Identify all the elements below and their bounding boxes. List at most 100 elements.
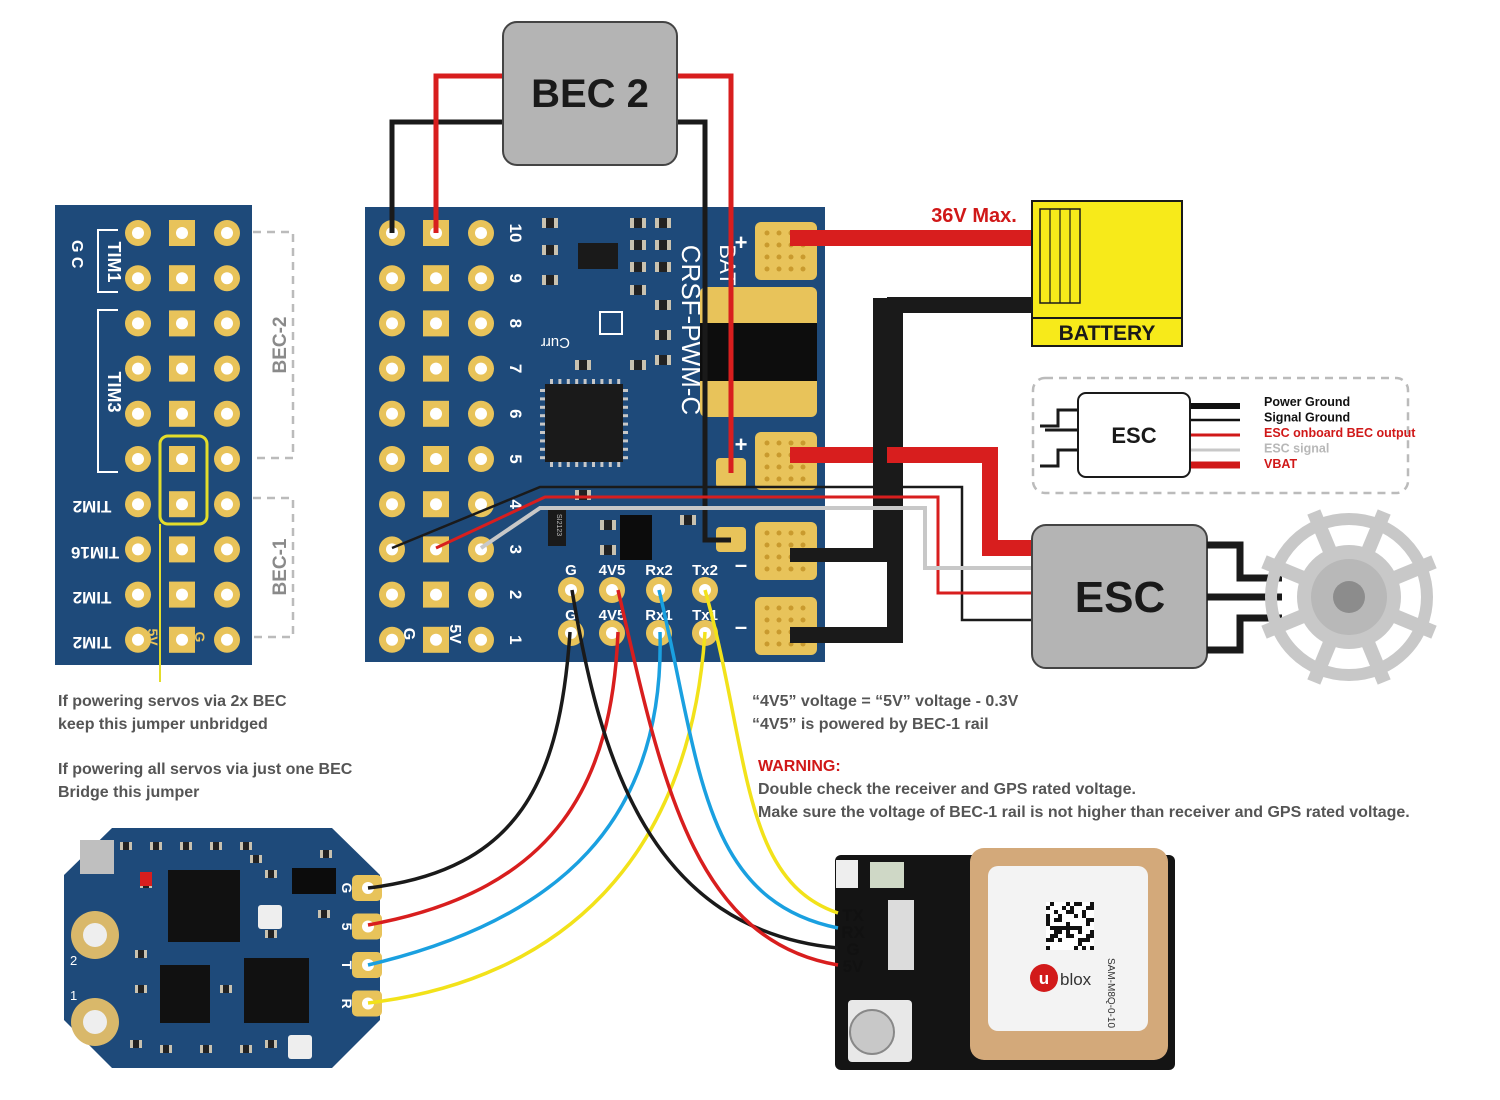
left-pcb-pads xyxy=(125,220,240,653)
tim2-label-c: TIM2 xyxy=(73,633,112,652)
tim1-label: TIM1 xyxy=(104,241,124,282)
left-5v-label: 5V xyxy=(145,628,161,646)
receiver-pin-label-G: G xyxy=(339,883,355,894)
note-voltage-line1: “4V5” voltage = “5V” voltage - 0.3V xyxy=(752,693,1019,710)
bec1-rail-label: BEC-1 xyxy=(270,538,291,595)
channel-label-2: 2 xyxy=(506,590,525,599)
gps-pin-5v: 5V xyxy=(843,957,864,976)
svg-text:1: 1 xyxy=(70,988,77,1003)
esc-label: ESC xyxy=(1075,573,1165,622)
gps-connector xyxy=(888,900,914,970)
regulator-chip xyxy=(578,243,618,269)
channel-label-1: 1 xyxy=(506,635,525,644)
uart-bottom-g: G xyxy=(565,607,577,624)
main-5v-label: 5V xyxy=(446,624,463,644)
rx-r-wire xyxy=(367,631,707,1005)
bec2-vin xyxy=(433,73,503,233)
channel-label-7: 7 xyxy=(506,364,525,373)
esc-plus-label: + xyxy=(735,432,748,457)
uart-top-4v5: 4V5 xyxy=(599,562,626,579)
si2123-chip xyxy=(548,510,566,546)
tim16-label: TIM16 xyxy=(71,543,119,562)
rx-gnd-wire xyxy=(367,631,572,890)
gps-rx-wire xyxy=(657,589,839,930)
channel-label-8: 8 xyxy=(506,319,525,328)
gps-pin-tx: TX xyxy=(842,906,864,925)
max-voltage-label: 36V Max. xyxy=(931,205,1017,227)
bec2-module xyxy=(502,21,678,166)
svg-text:2: 2 xyxy=(70,953,77,968)
receiver-led-a xyxy=(258,905,282,929)
power-pad xyxy=(755,522,817,580)
main-g-label: G xyxy=(400,628,417,640)
tim2-label-b: TIM2 xyxy=(73,588,112,607)
channel-label-10: 10 xyxy=(506,224,525,243)
receiver-pin-label-T: T xyxy=(339,961,355,970)
receiver-chip-c xyxy=(292,868,336,894)
tim2-label-a: TIM2 xyxy=(73,497,112,516)
power-pad xyxy=(755,597,817,655)
receiver-chip-a xyxy=(160,965,210,1023)
uart-wires xyxy=(367,589,839,1005)
power-pads xyxy=(755,222,817,655)
warning-line1: Double check the receiver and GPS rated … xyxy=(758,781,1136,798)
note-one-bec-line2: Bridge this jumper xyxy=(58,784,200,801)
receiver-led-b xyxy=(288,1035,312,1059)
mcu-chip xyxy=(545,384,623,462)
ublox-mark: u xyxy=(1039,969,1049,988)
gps-battery xyxy=(849,1009,895,1055)
power-pad xyxy=(755,432,817,490)
gps-5v-wire xyxy=(616,589,839,967)
channel-label-9: 9 xyxy=(506,273,525,282)
ublox-logo xyxy=(1030,964,1058,992)
esc-legend-box xyxy=(1031,376,1410,495)
esc-signal-wire xyxy=(479,506,1032,570)
battery-label: BATTERY xyxy=(1059,322,1156,345)
bec2-out-plus xyxy=(677,73,734,473)
warning-line2: Make sure the voltage of BEC-1 rail is n… xyxy=(758,804,1410,821)
si2123-label: SI2123 xyxy=(555,514,562,536)
receiver-mcu xyxy=(168,870,240,942)
rx-t-wire xyxy=(367,631,662,967)
receiver-chip-b xyxy=(244,958,309,1023)
gps-qr-code xyxy=(1046,902,1094,950)
bat-minus-label: – xyxy=(735,614,747,639)
esc-legend-module xyxy=(1077,392,1191,478)
esc-vbat-wire xyxy=(790,447,1032,556)
channel-label-6: 6 xyxy=(506,409,525,418)
channel-label-4: 4 xyxy=(506,499,525,509)
legend-item-4: VBAT xyxy=(1264,457,1297,471)
esc-bec-out-wire xyxy=(435,495,1032,595)
channel-label-3: 3 xyxy=(506,545,525,554)
main-pcb-servo-pads xyxy=(379,220,494,653)
esc-minus-label: – xyxy=(735,552,747,577)
bec2-wires xyxy=(389,73,734,543)
tim3-label: TIM3 xyxy=(104,371,124,412)
legend-item-1: Signal Ground xyxy=(1264,411,1350,425)
jumper-highlight xyxy=(158,434,209,526)
gps-tx-wire xyxy=(703,589,839,915)
note-voltage-line2: “4V5” is powered by BEC-1 rail xyxy=(752,716,989,733)
bat-plus-label: + xyxy=(735,230,748,255)
receiver-pin-label-5: 5 xyxy=(339,923,355,931)
curr-label: Curr xyxy=(541,334,570,351)
uart-top-tx2: Tx2 xyxy=(692,562,718,579)
tim3-bracket xyxy=(97,309,118,473)
gps-pin-rx: RX xyxy=(841,923,865,942)
ublox-brand: blox xyxy=(1060,970,1092,989)
rx-5v-wire xyxy=(367,631,620,927)
receiver-pin-label-R: R xyxy=(339,998,355,1008)
gps-gnd-wire xyxy=(570,589,839,950)
battery-cells xyxy=(1039,208,1081,304)
note-two-bec: If powering servos via 2x BEC keep this … xyxy=(58,690,287,736)
note-two-bec-line1: If powering servos via 2x BEC xyxy=(58,693,287,710)
smd-components xyxy=(542,218,696,555)
note-two-bec-line2: keep this jumper unbridged xyxy=(58,716,268,733)
legend-item-0: Power Ground xyxy=(1264,395,1350,409)
bec2-label: BEC 2 xyxy=(531,72,649,116)
receiver-button xyxy=(80,840,114,874)
left-top-label: G C xyxy=(68,240,85,269)
uart-top-rx2: Rx2 xyxy=(645,562,673,579)
